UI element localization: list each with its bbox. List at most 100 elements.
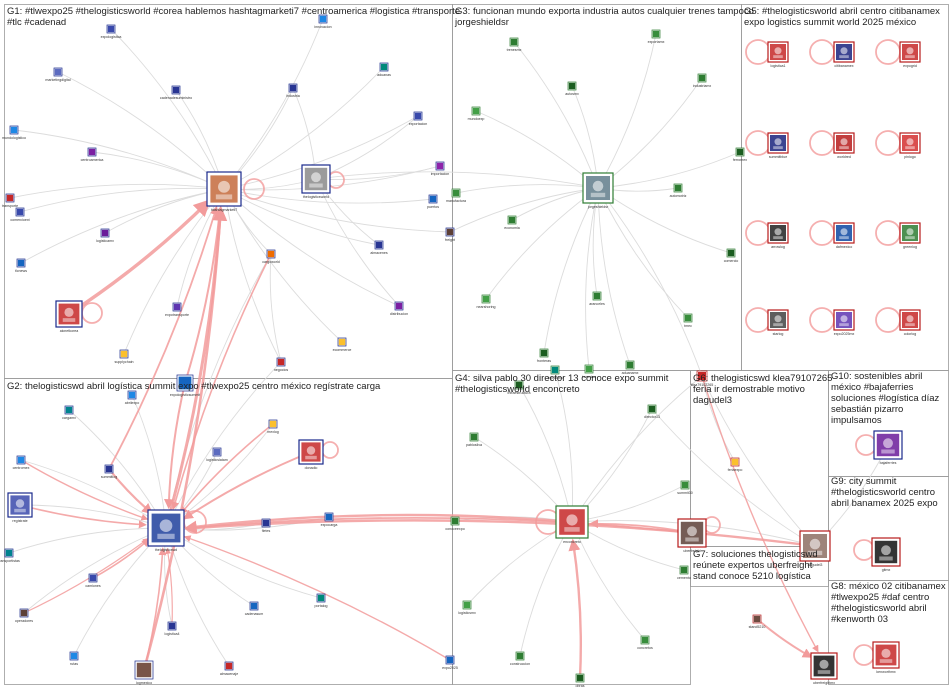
node-g1n7[interactable]: mundologistico [2, 125, 26, 140]
node-g5n12[interactable]: colorlog [899, 309, 921, 336]
node-g3n6[interactable]: mundoexp [468, 106, 485, 121]
node-g1n2[interactable]: thelogisticsworld [301, 164, 331, 199]
node-g1n4[interactable]: expologistica [101, 24, 122, 39]
node-g1n13[interactable]: supplychain [115, 349, 134, 364]
node-g2n2[interactable]: donadio [298, 439, 324, 470]
node-g1n6[interactable]: cadenadesuministro [160, 85, 192, 100]
node-g2n9[interactable]: mexlog [267, 419, 279, 434]
node-g3n7[interactable]: ferromex [733, 147, 747, 162]
node-g1n3[interactable]: aicnetkorea [55, 300, 83, 333]
node-g2n4[interactable]: regístrate [7, 492, 33, 523]
node-g3n11[interactable]: comercio [724, 248, 739, 263]
node-g4n3[interactable]: director13 [644, 404, 660, 419]
node-g1n20[interactable]: importacion [431, 161, 450, 176]
node-g4n4[interactable]: summit30 [677, 480, 693, 495]
node-g2hub[interactable]: thelogisticswd [147, 509, 185, 552]
node-g1n17[interactable]: industria [286, 83, 300, 98]
node-g2n5[interactable]: cargamx [62, 405, 76, 420]
node-g1n26[interactable]: innovacion [314, 14, 332, 29]
node-g4n10[interactable]: cemento [677, 565, 691, 580]
node-g1n19[interactable]: exportacion [409, 111, 428, 126]
node-g2n17[interactable]: almacenaje [220, 661, 238, 676]
node-g5n2[interactable]: citibanamex [833, 41, 855, 68]
node-g4hub[interactable]: enconcreto [555, 505, 589, 544]
node-g1n18[interactable]: aduanas [377, 62, 391, 77]
node-g5n3[interactable]: expogrid [899, 41, 921, 68]
node-g4n12[interactable]: expoobra [548, 365, 563, 380]
node-g3n3[interactable]: autosmx [565, 81, 579, 96]
node-g2n14[interactable]: operadores [15, 608, 33, 623]
node-g2n11[interactable]: expocarga [321, 512, 338, 527]
node-g3n5[interactable]: industriamx [693, 73, 712, 88]
node-g2n16[interactable]: logistica4 [165, 621, 180, 636]
node-g4n9[interactable]: concretos [637, 635, 653, 650]
node-g2n6[interactable]: centromex [13, 455, 30, 470]
node-g6n3[interactable]: feriaexpo [728, 457, 743, 472]
node-g2n7[interactable]: summitlog [101, 464, 117, 479]
node-g3hub[interactable]: jorgeshieldsr [582, 172, 614, 209]
node-g7n2[interactable]: stand5210 [749, 614, 766, 629]
node-g1n23[interactable]: almacenes [370, 240, 388, 255]
node-g1n16[interactable]: negocios [274, 357, 289, 372]
node-g5n6[interactable]: pinlogo [899, 132, 921, 159]
node-g6n1[interactable]: klea79107265 [691, 370, 714, 387]
node-g2n15[interactable]: rutas [69, 651, 79, 666]
node-g9n1[interactable]: gitmx [871, 537, 901, 572]
node-g4n11[interactable]: infraestructura [508, 380, 531, 395]
node-g2n21[interactable]: expo2025 [442, 655, 458, 670]
node-g1n22[interactable]: freight [445, 227, 455, 242]
node-g1n14[interactable]: expotransporte [165, 302, 189, 317]
node-g3n8[interactable]: automotriz [670, 183, 687, 198]
node-g8n1[interactable]: uberfreightmx [810, 652, 838, 685]
node-g2n22[interactable]: logmexico [134, 660, 154, 685]
node-g2n19[interactable]: portalog [315, 593, 328, 608]
node-g3n10[interactable]: economia [504, 215, 520, 230]
node-g1n15[interactable]: cargoworld [262, 249, 280, 264]
node-g4n2[interactable]: pablosilva [466, 432, 482, 447]
node-g3n17[interactable]: inversion [582, 364, 596, 379]
node-g7n1[interactable]: uberfreight [677, 518, 707, 553]
node-g1n25[interactable]: ecommerce [333, 337, 352, 352]
node-g3n4[interactable]: exportamx [648, 29, 665, 44]
node-g2n10[interactable]: fletes [261, 518, 271, 533]
node-g8n2[interactable]: kenworthmx [872, 641, 900, 674]
node-g1n9[interactable]: transporte [2, 193, 18, 208]
node-g3n15[interactable]: fronteras [537, 348, 551, 363]
node-g5n4[interactable]: summitblue [767, 132, 789, 159]
node-g4n5[interactable]: conoceexpo [445, 516, 465, 531]
node-g2n12[interactable]: transportistas [0, 548, 20, 563]
node-g1n12[interactable]: tlcnews [15, 258, 27, 273]
node-g1hub[interactable]: hashtagmarketi7 [206, 171, 242, 212]
node-g3n9[interactable]: manufactura [446, 188, 466, 203]
node-g2n13[interactable]: camiones [85, 573, 101, 588]
node-g2n20[interactable]: abrilexpo [125, 390, 140, 405]
node-g4n8[interactable]: obras [576, 673, 585, 688]
node-g2n18[interactable]: cadenasum [245, 601, 264, 616]
node-g5n8[interactable]: dafmexico [833, 222, 855, 249]
node-g3n12[interactable]: nearshoring [477, 294, 496, 309]
node-g1n5[interactable]: marketingdigital [45, 67, 71, 82]
node-g3n16[interactable]: aduanamx [622, 360, 639, 375]
node-g5n5[interactable]: worldred [833, 132, 855, 159]
node-g6n2[interactable]: dagudel3 [799, 530, 831, 567]
node-g1n10[interactable]: comercioext [10, 207, 30, 222]
node-g4n6[interactable]: logisticsmx [458, 600, 476, 615]
node-g4n7[interactable]: construccion [510, 651, 530, 666]
node-g3n2[interactable]: trenesmx [507, 37, 522, 52]
node-g5n7[interactable]: arrowlog [767, 222, 789, 249]
node-g2n8[interactable]: logisticslatam [206, 447, 228, 462]
node-g2n3[interactable]: expologisticsummit [170, 374, 200, 397]
node-g5n10[interactable]: starlog [767, 309, 789, 336]
node-g5n11[interactable]: expo2025mx [833, 309, 855, 336]
node-g1n21[interactable]: puertos [427, 194, 439, 209]
node-label: regístrate [12, 519, 27, 523]
node-g5n9[interactable]: greenlog [899, 222, 921, 249]
node-g3n13[interactable]: aranceles [589, 291, 605, 306]
group-label-g5: G5: #thelogisticsworld abril centro citi… [744, 6, 940, 28]
node-g10n1[interactable]: bajaferries [873, 430, 903, 465]
node-g1n24[interactable]: distribucion [390, 301, 408, 316]
node-g1n11[interactable]: logisticamx [96, 228, 114, 243]
node-g3n14[interactable]: tmec [683, 313, 693, 328]
node-g5n1[interactable]: logistica1 [767, 41, 789, 68]
node-g1n8[interactable]: centroamerica [81, 147, 104, 162]
